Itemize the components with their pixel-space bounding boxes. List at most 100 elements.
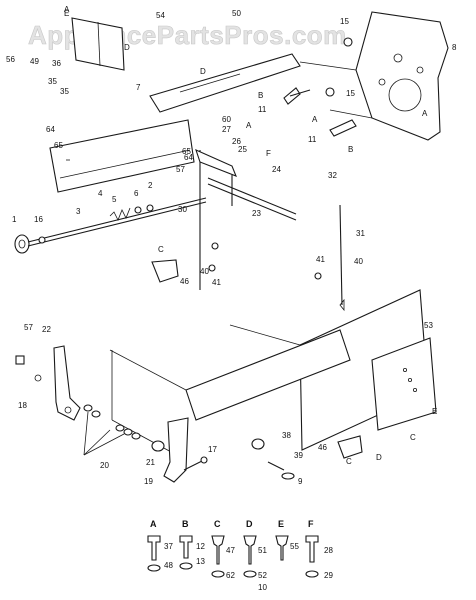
callout-49: 49 — [30, 57, 39, 66]
callout-35: 35 — [48, 77, 57, 86]
lever-19-assembly — [151, 417, 208, 483]
callout-25: 25 — [238, 145, 247, 154]
upper-rail — [149, 53, 301, 113]
callout-31: 31 — [356, 229, 365, 238]
lower-frame — [109, 289, 437, 461]
side-panel — [299, 11, 449, 141]
callout-19: 19 — [144, 477, 153, 486]
callout-32: 32 — [328, 171, 337, 180]
callout-62: 62 — [226, 571, 235, 580]
callout-48: 48 — [164, 561, 173, 570]
callout-27: 27 — [222, 125, 231, 134]
callout-24: 24 — [272, 165, 281, 174]
callout-2: 2 — [148, 181, 153, 190]
upper-channel — [49, 119, 195, 193]
callout-30: 30 — [178, 205, 187, 214]
callout-54: 54 — [156, 11, 165, 20]
legend-layer: A B C D E F — [150, 519, 314, 529]
callout-15: 15 — [340, 17, 349, 26]
legend-letter-e: E — [278, 519, 284, 529]
callout-1: 1 — [12, 215, 17, 224]
callout-38: 38 — [282, 431, 291, 440]
callout-8: 8 — [452, 43, 457, 52]
callout-53: 53 — [424, 321, 433, 330]
callout-51: 51 — [258, 546, 267, 555]
pivot-brackets — [283, 37, 357, 137]
callout-47: 47 — [226, 546, 235, 555]
callout-40: 40 — [200, 267, 209, 276]
upper-bracket — [71, 17, 125, 71]
callout-40-2: 40 — [354, 257, 363, 266]
ref-letter-c-3: C — [346, 457, 352, 466]
ref-letter-a-3: A — [422, 109, 428, 118]
callout-29: 29 — [324, 571, 333, 580]
callout-41-2: 41 — [316, 255, 325, 264]
ref-letter-a: A — [312, 115, 318, 124]
legend-letter-b: B — [182, 519, 189, 529]
callout-60: 60 — [222, 115, 231, 124]
callout-11-2: 11 — [308, 135, 317, 144]
callout-65: 65 — [54, 141, 63, 150]
callout-26: 26 — [232, 137, 241, 146]
callout-20: 20 — [100, 461, 109, 470]
ref-letter-c-2: C — [410, 433, 416, 442]
callout-36: 36 — [52, 59, 61, 68]
hardware-legend — [147, 535, 319, 578]
callout-41: 41 — [212, 278, 221, 287]
control-rod — [14, 197, 207, 254]
callout-17: 17 — [208, 445, 217, 454]
callout-52: 52 — [258, 571, 267, 580]
legend-letter-d: D — [246, 519, 253, 529]
callout-55: 55 — [290, 542, 299, 551]
legend-letter-c: C — [214, 519, 221, 529]
ref-letter-d-2: D — [200, 67, 206, 76]
ref-letter-b: B — [258, 91, 263, 100]
legend-letter-f: F — [308, 519, 314, 529]
callout-39: 39 — [294, 451, 303, 460]
callout-12: 12 — [196, 542, 205, 551]
callout-64: 64 — [46, 125, 55, 134]
callout-11: 11 — [258, 105, 267, 114]
callout-65-2: 65 — [182, 147, 191, 156]
callout-46: 46 — [180, 277, 189, 286]
callout-37: 37 — [164, 542, 173, 551]
lever-lower — [15, 345, 141, 456]
lower-fasteners — [251, 435, 363, 480]
callout-23: 23 — [252, 209, 261, 218]
callout-16: 16 — [34, 215, 43, 224]
callout-50: 50 — [232, 9, 241, 18]
callout-10: 10 — [258, 583, 267, 592]
callout-15-2: 15 — [346, 89, 355, 98]
ref-letter-e: E — [64, 9, 69, 18]
callout-64-2: 64 — [184, 153, 193, 162]
callout-9: 9 — [298, 477, 303, 486]
linkage-rods — [195, 148, 345, 312]
ref-letter-b-2: B — [348, 145, 353, 154]
callout-21: 21 — [146, 458, 155, 467]
ref-letter-a-2: A — [246, 121, 252, 130]
callout-18: 18 — [18, 401, 27, 410]
ref-letter-e-2: E — [432, 407, 437, 416]
callout-57: 57 — [24, 323, 33, 332]
callout-7: 7 — [136, 83, 141, 92]
callout-13: 13 — [196, 557, 205, 566]
callout-28: 28 — [324, 546, 333, 555]
callout-35-2: 35 — [60, 87, 69, 96]
ref-letter-f: F — [266, 149, 271, 158]
ref-letter-d: D — [124, 43, 130, 52]
clip-upper — [151, 259, 179, 283]
callout-3: 3 — [76, 207, 81, 216]
callout-4: 4 — [98, 189, 103, 198]
ref-letter-d-3: D — [376, 453, 382, 462]
callout-56: 56 — [6, 55, 15, 64]
callout-6: 6 — [134, 189, 139, 198]
ref-letter-a-4: A — [64, 5, 70, 14]
callout-22: 22 — [42, 325, 51, 334]
legend-letter-a: A — [150, 519, 157, 529]
callout-5: 5 — [112, 195, 117, 204]
callout-46-2: 46 — [318, 443, 327, 452]
